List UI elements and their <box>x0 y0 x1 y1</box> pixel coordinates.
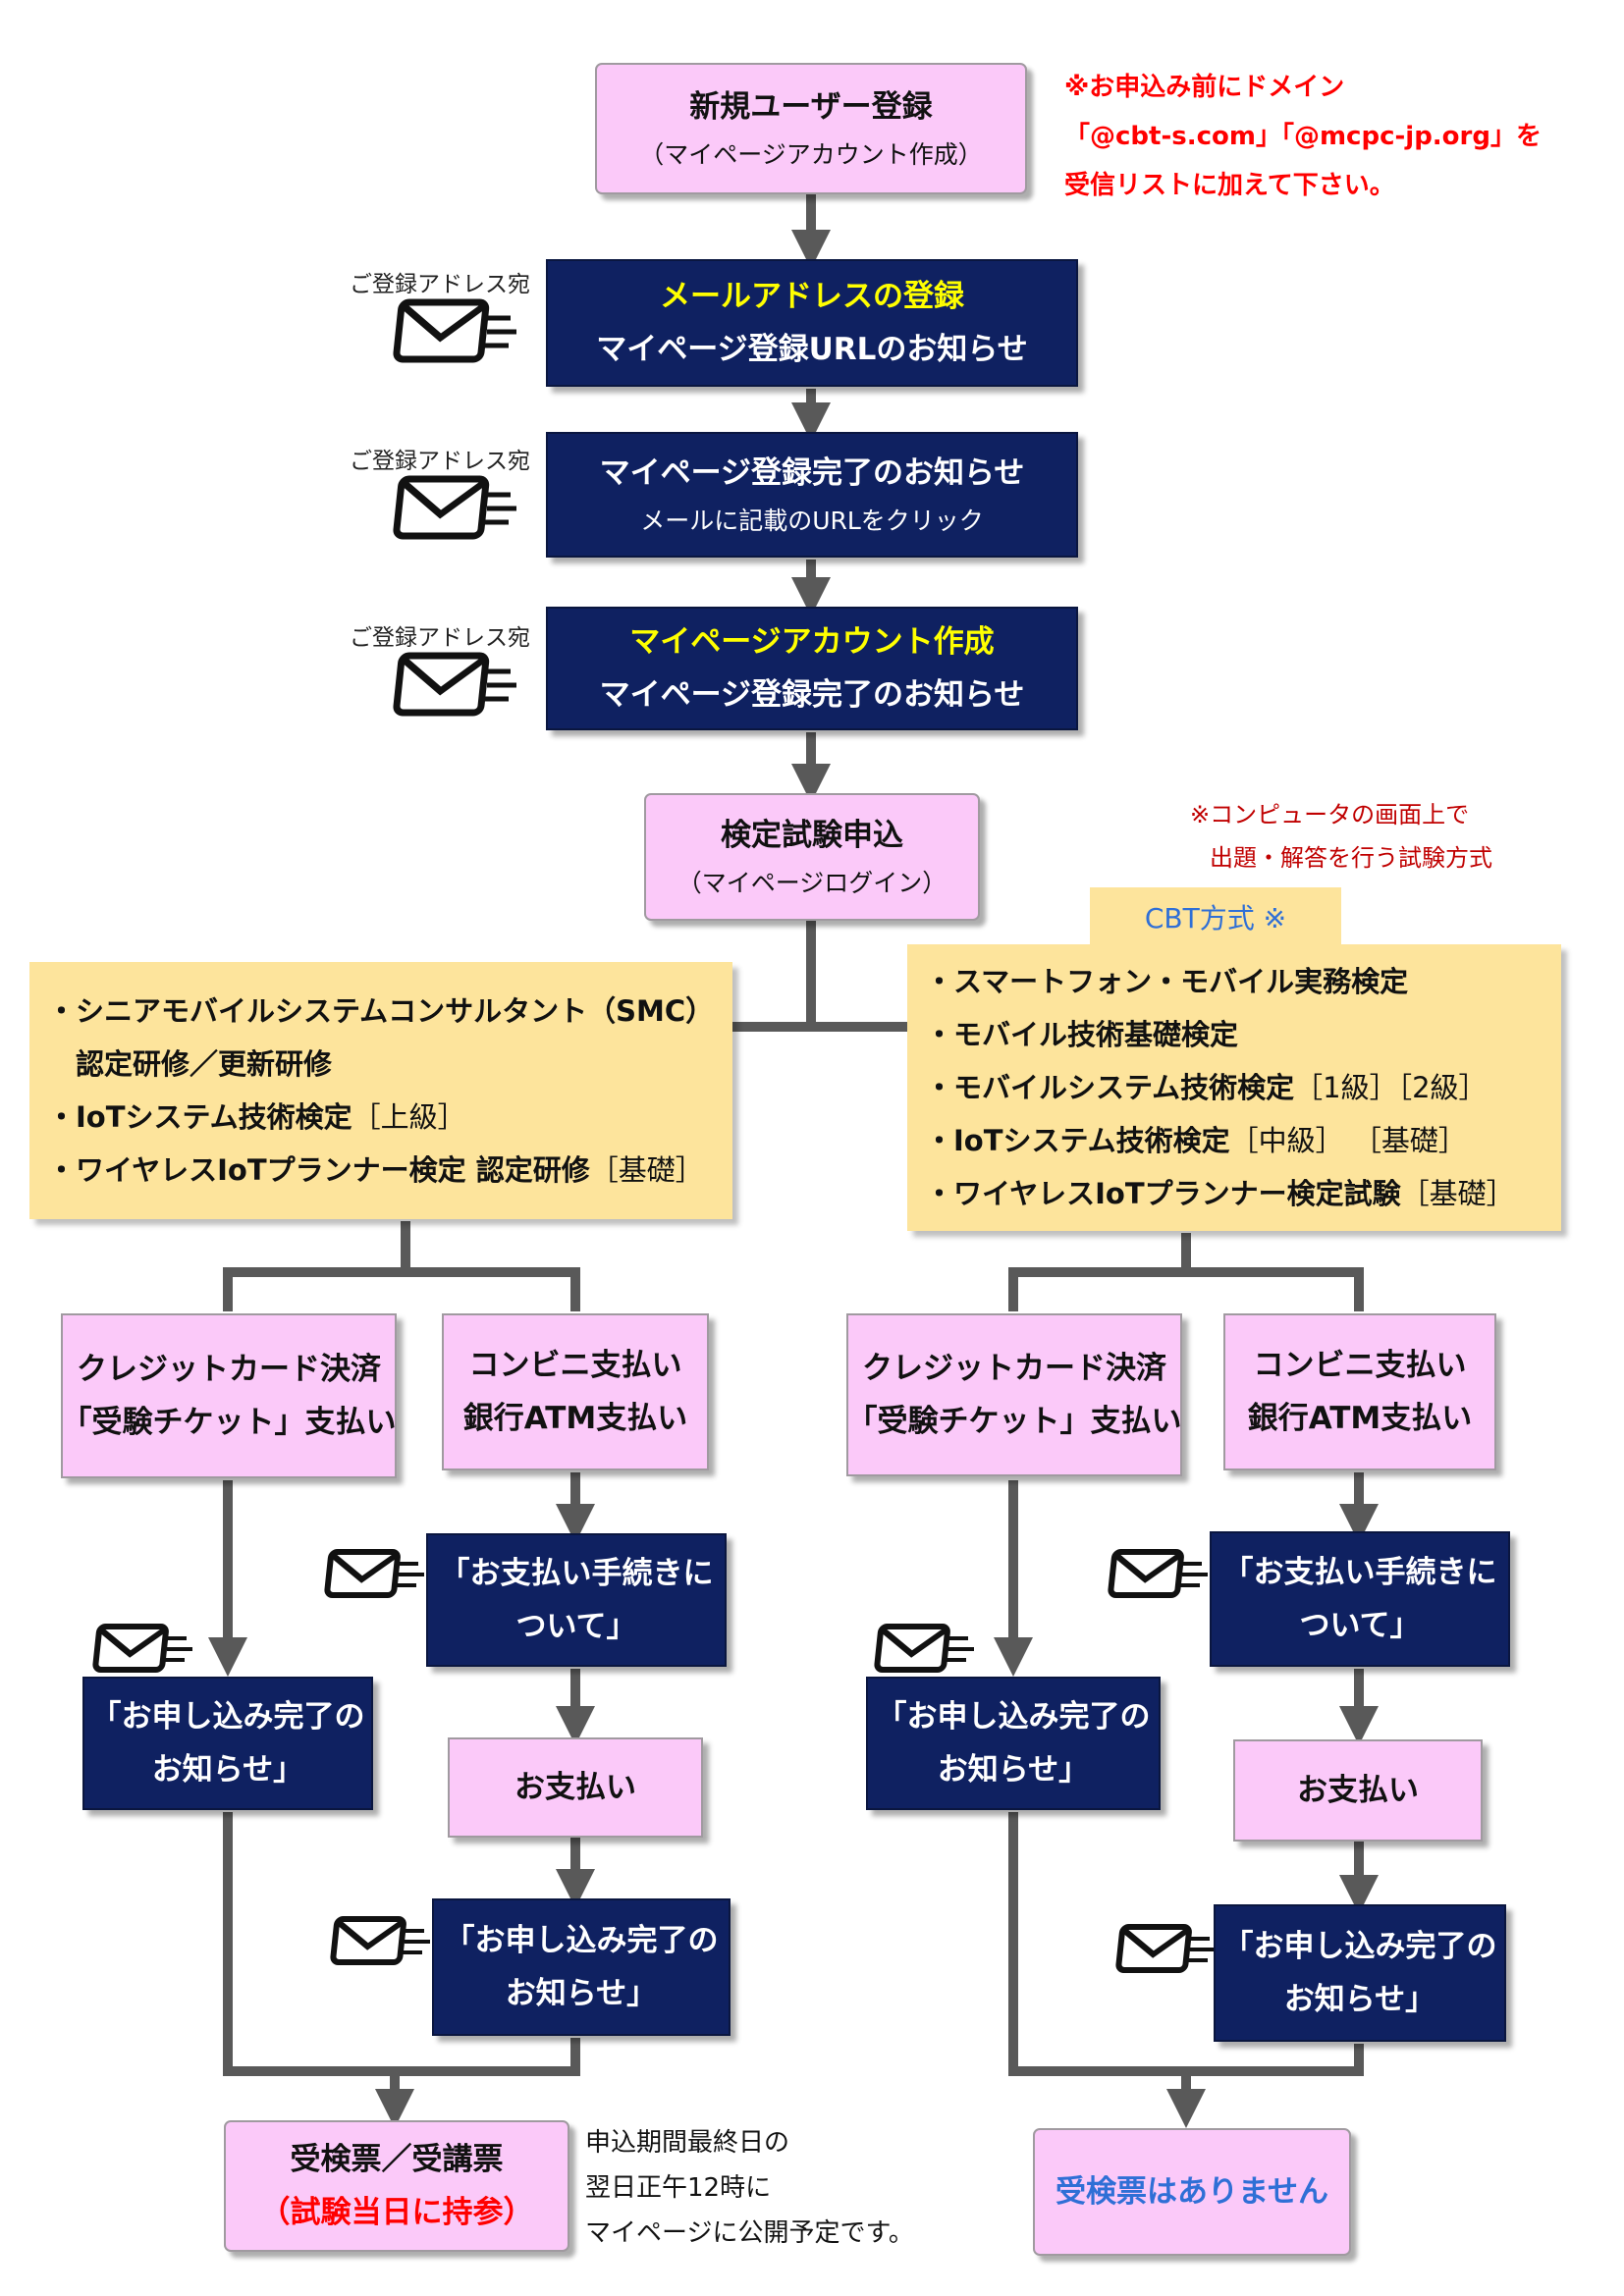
mail-icon <box>393 475 516 540</box>
cbt-label-text: CBT方式 ※ <box>1144 902 1287 934</box>
register-title: 新規ユーザー登録 <box>689 89 933 125</box>
step1-box: メールアドレスの登録 マイページ登録URLのお知らせ <box>546 259 1078 387</box>
pay-proc-line1: 「お支払い手続きに <box>439 1556 714 1591</box>
mail-icon <box>393 652 516 717</box>
pay-label: お支払い <box>1297 1773 1419 1808</box>
ticket-note-line1: 申込期間最終日の <box>585 2128 790 2158</box>
mail-icon <box>330 1916 430 1965</box>
cbt-note: ※コンピュータの画面上で 出題・解答を行う試験方式 <box>1164 793 1492 880</box>
exam-item: ・モバイル技術基礎検定 <box>925 1018 1239 1051</box>
exam-item: ・ワイヤレスIoTプランナー検定試験［基礎］ <box>925 1177 1515 1210</box>
domain-note: ※お申込み前にドメイン 「@cbt-s.com」「@mcpc-jp.org」を … <box>1064 63 1542 210</box>
exam-item: ・シニアモバイルシステムコンサルタント（SMC） <box>47 994 715 1028</box>
ticket-note-line2: 翌日正午12時に <box>585 2173 772 2203</box>
complete-line2: お知らせ」 <box>505 1976 658 2011</box>
pay-conv-line1: コンビニ支払い <box>1253 1348 1467 1383</box>
pay-card-line1: クレジットカード決済 <box>77 1352 381 1387</box>
cbt-label: CBT方式 ※ <box>1090 887 1341 946</box>
pay-conv-line2: 銀行ATM支払い <box>1247 1401 1473 1436</box>
ticket-note-line3: マイページに公開予定です。 <box>585 2218 914 2248</box>
left-pay: お支払い <box>448 1737 703 1838</box>
complete-line1: 「お申し込み完了の <box>90 1699 365 1735</box>
complete-line1: 「お申し込み完了の <box>444 1923 719 1958</box>
ticket-line1: 受検票／受講票 <box>290 2142 504 2177</box>
step2-line2: メールに記載のURLをクリック <box>640 507 984 535</box>
right-pay-proc: 「お支払い手続きに ついて」 <box>1210 1531 1510 1667</box>
domain-note-line3: 受信リストに加えて下さい。 <box>1064 171 1395 200</box>
exam-item: 認定研修／更新研修 <box>47 1047 333 1081</box>
branch-apply <box>731 921 816 1032</box>
email-label: ご登録アドレス宛 <box>350 272 530 297</box>
step2-line1: マイページ登録完了のお知らせ <box>599 455 1025 491</box>
left-conv-complete: 「お申し込み完了の お知らせ」 <box>432 1898 731 2036</box>
complete-line1: 「お申し込み完了の <box>876 1699 1151 1735</box>
exam-item: ・IoTシステム技術検定［中級］ ［基礎］ <box>925 1124 1467 1157</box>
email-label: ご登録アドレス宛 <box>350 449 530 474</box>
right-pay-card: クレジットカード決済 「受験チケット」支払い <box>846 1313 1182 1476</box>
no-ticket-box: 受検票はありません <box>1033 2128 1351 2256</box>
complete-line2: お知らせ」 <box>937 1752 1090 1788</box>
mail-icon <box>874 1624 974 1673</box>
email-label: ご登録アドレス宛 <box>350 625 530 651</box>
pay-card-line2: 「受験チケット」支払い <box>846 1404 1182 1439</box>
pay-conv-line2: 銀行ATM支払い <box>462 1401 688 1436</box>
domain-note-line1: ※お申込み前にドメイン <box>1064 73 1345 102</box>
left-pay-proc: 「お支払い手続きに ついて」 <box>426 1533 727 1667</box>
no-ticket-text: 受検票はありません <box>1055 2174 1329 2210</box>
left-pay-conv: コンビニ支払い 銀行ATM支払い <box>442 1313 709 1470</box>
right-conv-complete: 「お申し込み完了の お知らせ」 <box>1214 1904 1506 2042</box>
pay-proc-line2: ついて」 <box>515 1609 637 1644</box>
left-card-complete: 「お申し込み完了の お知らせ」 <box>82 1677 373 1810</box>
cbt-note-line1: ※コンピュータの画面上で <box>1190 801 1470 828</box>
right-card-complete: 「お申し込み完了の お知らせ」 <box>866 1677 1161 1810</box>
ticket-note: 申込期間最終日の 翌日正午12時に マイページに公開予定です。 <box>585 2120 914 2256</box>
cbt-note-line2: 出題・解答を行う試験方式 <box>1210 844 1492 872</box>
merge-left <box>223 1812 580 2076</box>
exam-item: ・IoTシステム技術検定［上級］ <box>47 1100 466 1134</box>
right-pay-conv: コンビニ支払い 銀行ATM支払い <box>1223 1313 1496 1470</box>
apply-title: 検定試験申込 <box>721 818 903 853</box>
mail-icon <box>1115 1924 1216 1973</box>
domain-note-line2: 「@cbt-s.com」「@mcpc-jp.org」を <box>1064 122 1542 151</box>
complete-line1: 「お申し込み完了の <box>1222 1929 1497 1964</box>
step3-box: マイページアカウント作成 マイページ登録完了のお知らせ <box>546 607 1078 730</box>
apply-box: 検定試験申込 （マイページログイン） <box>644 793 980 921</box>
right-pay: お支払い <box>1233 1739 1483 1842</box>
pay-proc-line1: 「お支払い手続きに <box>1222 1555 1497 1590</box>
register-box: 新規ユーザー登録 （マイページアカウント作成） <box>595 63 1027 194</box>
step3-line1: マイページアカウント作成 <box>629 624 995 660</box>
mail-icon <box>393 298 516 363</box>
exam-item: ・モバイルシステム技術検定［1級］［2級］ <box>925 1071 1488 1104</box>
pay-proc-line2: ついて」 <box>1299 1608 1421 1643</box>
complete-line2: お知らせ」 <box>151 1752 304 1788</box>
pay-card-line1: クレジットカード決済 <box>862 1351 1166 1386</box>
pay-conv-line1: コンビニ支払い <box>468 1348 682 1383</box>
step1-line1: メールアドレスの登録 <box>660 279 964 314</box>
branch-left <box>223 1221 410 1311</box>
register-subtitle: （マイページアカウント作成） <box>639 140 983 169</box>
right-exam-list: ・スマートフォン・モバイル実務検定 ・モバイル技術基礎検定 ・モバイルシステム技… <box>907 944 1561 1231</box>
complete-line2: お知らせ」 <box>1283 1982 1436 2017</box>
pay-label: お支払い <box>514 1770 636 1805</box>
ticket-line2: （試験当日に持参） <box>259 2195 534 2230</box>
branch-right <box>1008 1233 1191 1311</box>
branch-right-b <box>1186 1267 1364 1311</box>
exam-item: ・ワイヤレスIoTプランナー検定 認定研修［基礎］ <box>47 1153 704 1187</box>
mail-icon <box>324 1549 424 1598</box>
step1-line2: マイページ登録URLのお知らせ <box>596 332 1028 367</box>
exam-item: ・スマートフォン・モバイル実務検定 <box>925 965 1409 998</box>
pay-card-line2: 「受験チケット」支払い <box>61 1405 397 1440</box>
mail-icon <box>1108 1549 1208 1598</box>
branch-left-b <box>406 1267 580 1311</box>
step3-line2: マイページ登録完了のお知らせ <box>599 677 1025 713</box>
ticket-box: 受検票／受講票 （試験当日に持参） <box>224 2120 569 2252</box>
step2-box: マイページ登録完了のお知らせ メールに記載のURLをクリック <box>546 432 1078 558</box>
left-exam-list: ・シニアモバイルシステムコンサルタント（SMC） 認定研修／更新研修 ・IoTシ… <box>29 962 732 1219</box>
apply-subtitle: （マイページログイン） <box>677 869 947 897</box>
left-pay-card: クレジットカード決済 「受験チケット」支払い <box>61 1313 397 1478</box>
mail-icon <box>92 1624 192 1673</box>
